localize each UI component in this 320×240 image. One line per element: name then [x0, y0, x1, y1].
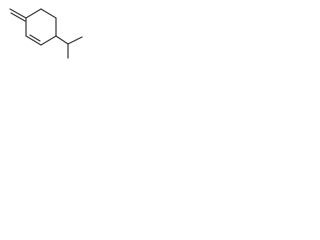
bond-ring-c2-c3	[25, 35, 42, 46]
bond-exocyclic-methylene	[9, 8, 27, 19]
bond-ring-c3-c4	[40, 35, 57, 46]
bond-isopropyl-methyl-a	[67, 36, 83, 45]
bond-ring-c5-c6	[40, 8, 57, 19]
molecule-canvas	[0, 0, 84, 61]
bond-ring-c6-c1	[25, 8, 42, 19]
skeletal-structure	[9, 8, 83, 59]
bond-isopropyl-stem	[55, 35, 69, 45]
bond-ring-double-inner	[29, 34, 41, 42]
bond-exocyclic-methylene-second	[10, 12, 26, 22]
